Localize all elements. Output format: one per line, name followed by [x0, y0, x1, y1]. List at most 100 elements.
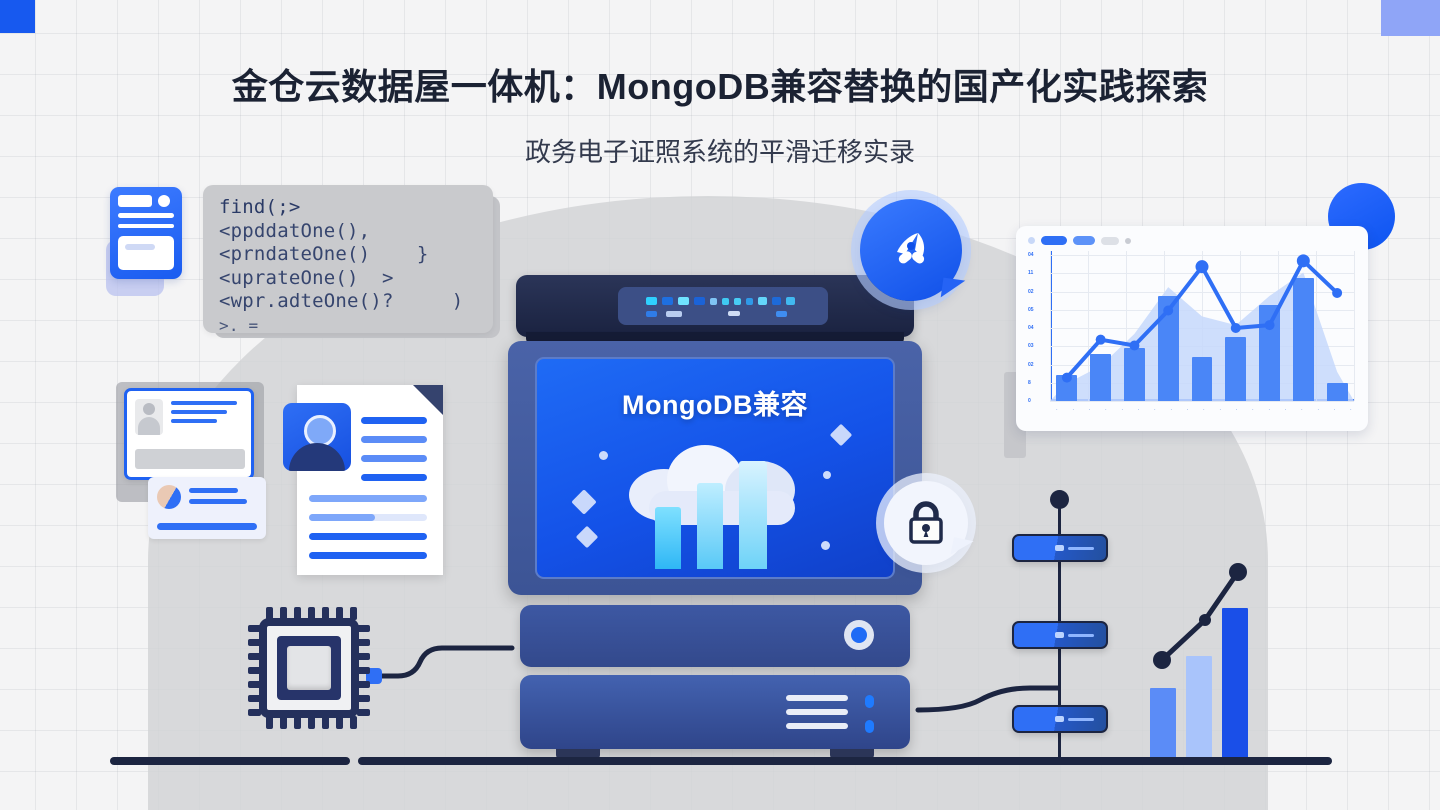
chip-pin [357, 695, 370, 702]
chart-bar [1056, 374, 1078, 401]
chip-pin [322, 607, 329, 620]
id-card-secondary [148, 477, 266, 539]
x-axis-tick: · [1137, 407, 1140, 413]
chip-pin [248, 709, 261, 716]
form-card-block [118, 195, 152, 207]
data-point [1264, 320, 1275, 331]
code-line: find(;> [219, 196, 301, 218]
drive-slots [786, 695, 848, 737]
server-top-unit [516, 275, 914, 346]
chip-pin [248, 667, 261, 674]
rocket-icon [897, 233, 925, 264]
chart-bar [1225, 336, 1247, 401]
corner-accent-top-left [0, 0, 35, 33]
chip-pin [248, 625, 261, 632]
chip-pin [357, 681, 370, 688]
x-axis-tick: · [1350, 407, 1352, 413]
chip-pin [357, 625, 370, 632]
screen-bar-chart [649, 461, 779, 569]
code-line: <prndateOne() } [219, 243, 429, 265]
cpu-chip-icon [248, 607, 370, 729]
dot-gray[interactable] [1125, 237, 1131, 244]
pill-blue[interactable] [1041, 236, 1067, 245]
code-snippet-card: find(;> <ppddatOne(), <prndateOne() } <u… [203, 185, 493, 333]
data-point [1163, 305, 1174, 316]
form-card-line [118, 213, 174, 218]
lock-badge [884, 481, 974, 565]
x-axis-tick: · [1154, 407, 1156, 413]
chip-pin [308, 607, 315, 620]
y-axis [1050, 251, 1052, 401]
rack-module [1012, 534, 1108, 562]
y-axis-tick: 02 [1028, 288, 1034, 295]
x-axis-tick: · [1252, 407, 1254, 413]
id-card-strip [157, 523, 257, 530]
baseline-right [358, 757, 1332, 765]
id-card-strip [135, 449, 245, 469]
led-indicator [710, 297, 717, 305]
drive-status-lights [865, 695, 874, 745]
code-line: <ppddatOne(), [219, 219, 371, 242]
mini-data-point [1199, 614, 1211, 626]
server-stack: MongoDB兼容 [508, 275, 922, 765]
code-line: <uprateOne() > [219, 266, 394, 289]
x-axis-tick: · [1284, 407, 1287, 413]
form-card-dot [158, 195, 170, 207]
corner-accent-top-right [1381, 0, 1440, 36]
dot-light[interactable] [1028, 237, 1035, 244]
form-card-icon [110, 187, 182, 279]
rack-module [1012, 705, 1108, 733]
gridline [1050, 251, 1051, 401]
y-axis-tick: 03 [1028, 343, 1034, 350]
chip-pin [294, 607, 301, 620]
avatar [157, 485, 181, 509]
mini-data-point [1153, 651, 1171, 669]
y-axis-tick: 0 [1028, 398, 1031, 404]
screen-title: MongoDB兼容 [622, 390, 808, 420]
chip-pin [266, 607, 273, 620]
chart-bar [1090, 354, 1112, 401]
chip-pin [322, 716, 329, 729]
chart-bar [1259, 304, 1281, 401]
y-axis-tick: 11 [1028, 270, 1034, 277]
x-axis-tick: · [1072, 407, 1074, 413]
data-point [1095, 334, 1106, 345]
pill-blue2[interactable] [1073, 236, 1095, 245]
form-card-line [118, 223, 174, 228]
led-bar [728, 311, 740, 316]
x-axis-tick: · [1170, 407, 1172, 413]
data-point [1061, 372, 1072, 383]
person-avatar-icon [283, 403, 351, 471]
chip-pin [357, 667, 370, 674]
chip-pin [308, 716, 315, 729]
chip-pin [248, 695, 261, 702]
power-button[interactable] [844, 620, 874, 650]
subtitle-text: 政务电子证照系统的平滑迁移实录 [524, 137, 915, 167]
chip-pin [336, 716, 343, 729]
x-axis-tick: · [1219, 407, 1221, 413]
x-axis-tick: · [1317, 407, 1319, 413]
led-bar [666, 311, 682, 317]
data-point [1296, 254, 1310, 268]
chart-bar [1123, 348, 1145, 401]
x-axis-tick: · [1186, 407, 1189, 413]
led-indicator [734, 297, 741, 305]
server-drive-unit-2 [520, 675, 910, 749]
chart-toolbar [1028, 236, 1356, 245]
y-axis-tick: 8 [1028, 379, 1031, 386]
led-bar [776, 311, 787, 317]
chip-pin [294, 716, 301, 729]
chip-pin [266, 716, 273, 729]
gridline [1088, 251, 1089, 401]
chip-pin [350, 607, 357, 620]
chip-pin [248, 639, 261, 646]
chart-bar [1326, 383, 1348, 401]
mini-chart-bar [1186, 656, 1212, 760]
gridline [1354, 251, 1355, 401]
pill-gray[interactable] [1101, 236, 1119, 245]
led-indicator [746, 297, 753, 305]
mini-bar-chart [1150, 560, 1250, 760]
